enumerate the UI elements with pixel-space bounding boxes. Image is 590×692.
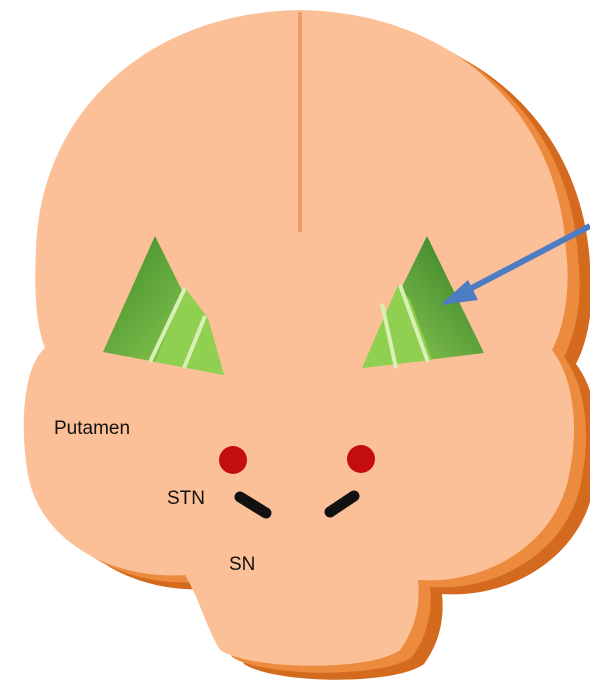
sn-label: SN bbox=[229, 554, 255, 575]
stn-dot-right bbox=[347, 445, 375, 473]
stn-dot-left bbox=[219, 446, 247, 474]
stn-label: STN bbox=[167, 488, 205, 509]
putamen-label: Putamen bbox=[54, 418, 130, 439]
